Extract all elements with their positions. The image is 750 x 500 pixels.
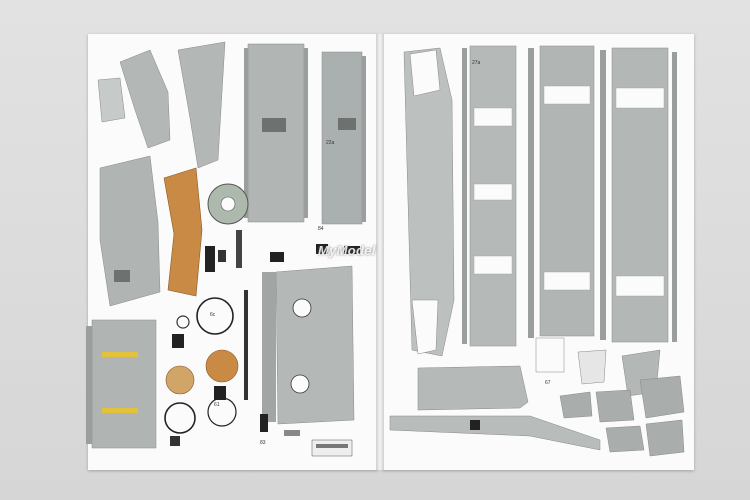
part-label: 22a — [326, 140, 335, 146]
star-insignia — [292, 298, 312, 318]
watermark-text: MyModel — [318, 243, 376, 258]
part-label: 61 — [214, 402, 220, 408]
part-label: 27a — [472, 60, 481, 66]
small-panel-part — [97, 77, 126, 123]
hull-panel-part — [247, 43, 305, 223]
fuselage-panel-part — [275, 265, 355, 425]
star-insignia — [290, 374, 310, 394]
hull-panel-part — [91, 319, 157, 449]
fuselage-bottom-part — [417, 365, 529, 411]
long-curved-panel — [403, 47, 455, 357]
cardboard-arc-part — [163, 167, 203, 297]
detail-block — [338, 118, 356, 130]
ring-part — [207, 397, 237, 427]
booklet-spine — [376, 34, 384, 470]
black-part — [205, 246, 215, 272]
part-label: 67 — [545, 380, 551, 386]
part-label: 83 — [260, 440, 266, 446]
curved-hull-panel — [99, 155, 161, 307]
hull-panel-part — [321, 51, 363, 225]
tan-disc-part — [165, 365, 195, 395]
black-part — [218, 250, 226, 262]
ring-part — [164, 402, 196, 434]
curved-wedge-part — [177, 41, 226, 169]
strip-part — [389, 415, 601, 451]
ring-part — [196, 297, 234, 335]
tan-disc-part — [205, 349, 239, 383]
curved-wedge-part — [119, 49, 171, 149]
part-label: 84 — [318, 226, 324, 232]
detail-block — [262, 118, 286, 132]
part-label: 6c — [210, 312, 216, 318]
black-part — [236, 230, 242, 268]
